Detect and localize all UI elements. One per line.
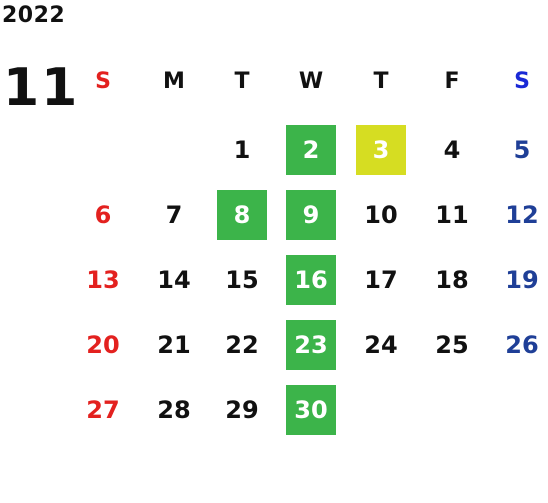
day-cell-19: 19 [505, 266, 539, 294]
day-cell-2: 2 [286, 125, 336, 175]
day-cell-13: 13 [86, 266, 120, 294]
weekday-monday: M [163, 69, 185, 94]
day-cell-3: 3 [356, 125, 406, 175]
day-cell-14: 14 [157, 266, 191, 294]
day-cell-1: 1 [233, 136, 251, 164]
day-cell-7: 7 [165, 201, 183, 229]
day-cell-8: 8 [217, 190, 267, 240]
weekday-sunday: S [95, 69, 111, 94]
day-cell-9: 9 [286, 190, 336, 240]
day-cell-26: 26 [505, 331, 539, 359]
day-cell-18: 18 [435, 266, 469, 294]
day-cell-25: 25 [435, 331, 469, 359]
day-cell-27: 27 [86, 396, 120, 424]
year-label: 2022 [2, 3, 66, 28]
day-cell-12: 12 [505, 201, 539, 229]
day-cell-22: 22 [225, 331, 259, 359]
weekday-wednesday: W [298, 69, 324, 94]
day-cell-4: 4 [443, 136, 461, 164]
month-label: 11 [3, 58, 80, 118]
weekday-header: S M T W T F S [0, 62, 548, 102]
day-cell-30: 30 [286, 385, 336, 435]
day-cell-15: 15 [225, 266, 259, 294]
day-cell-24: 24 [364, 331, 398, 359]
weekday-saturday: S [514, 69, 530, 94]
day-cell-20: 20 [86, 331, 120, 359]
day-cell-11: 11 [435, 201, 469, 229]
day-cell-21: 21 [157, 331, 191, 359]
day-cell-16: 16 [286, 255, 336, 305]
weekday-thursday: T [373, 69, 389, 94]
day-cell-23: 23 [286, 320, 336, 370]
day-cell-10: 10 [364, 201, 398, 229]
day-cell-5: 5 [513, 136, 531, 164]
day-cell-6: 6 [94, 201, 112, 229]
weekday-friday: F [444, 69, 460, 94]
day-cell-29: 29 [225, 396, 259, 424]
weekday-tuesday: T [234, 69, 250, 94]
day-cell-28: 28 [157, 396, 191, 424]
day-cell-17: 17 [364, 266, 398, 294]
